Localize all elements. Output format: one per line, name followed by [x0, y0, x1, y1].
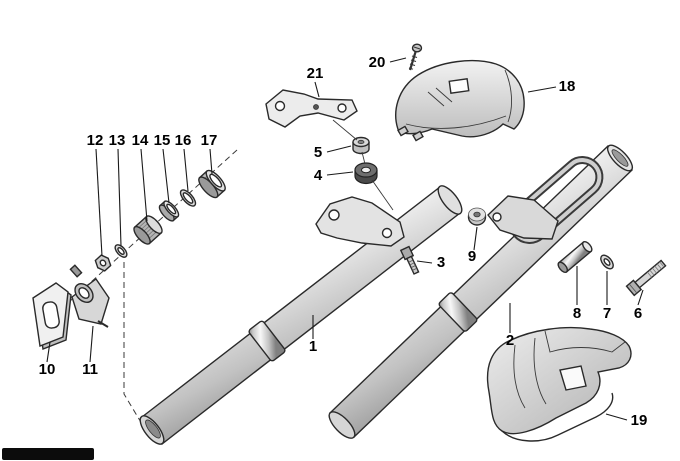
part-label-2: 2 — [506, 332, 514, 349]
plate-10 — [32, 282, 72, 350]
steering-tube-2 — [328, 144, 634, 439]
part-label-19: 19 — [631, 412, 648, 429]
steering-tube-1 — [139, 185, 463, 445]
part-label-4: 4 — [314, 167, 323, 184]
part-label-6: 6 — [634, 305, 642, 322]
part-label-15: 15 — [154, 132, 171, 149]
ring-16 — [179, 189, 197, 207]
part-label-20: 20 — [369, 54, 386, 71]
tube1-mounting-bracket — [315, 196, 405, 247]
bolt-6 — [625, 259, 667, 297]
part-label-13: 13 — [109, 132, 126, 149]
bearing-17 — [198, 169, 226, 199]
tube2-bracket — [487, 195, 559, 240]
nut-12 — [94, 254, 112, 272]
part-label-14: 14 — [132, 132, 149, 149]
part-label-18: 18 — [559, 78, 576, 95]
watermark — [2, 448, 94, 460]
part-label-12: 12 — [87, 132, 104, 149]
part-label-16: 16 — [175, 132, 192, 149]
grommet-5 — [352, 136, 370, 155]
lower-shroud-19 — [486, 326, 632, 442]
bushing-4 — [354, 162, 378, 185]
upper-shroud-18 — [395, 59, 525, 142]
bolt-3 — [399, 245, 420, 275]
ring-13 — [114, 244, 128, 258]
part-label-21: 21 — [307, 65, 324, 82]
splined-sleeve-14 — [133, 215, 163, 245]
nut-9 — [467, 207, 487, 226]
bearing-ring-15 — [158, 200, 180, 222]
assembly-lines — [332, 119, 394, 211]
leader-lines — [46, 57, 644, 421]
bracket-21 — [265, 89, 358, 128]
part-label-9: 9 — [468, 248, 476, 265]
part-label-7: 7 — [603, 305, 611, 322]
screw-20 — [408, 43, 423, 71]
pin-8 — [557, 240, 593, 274]
part-label-8: 8 — [573, 305, 581, 322]
clamp-bracket-11 — [69, 264, 110, 328]
part-label-3: 3 — [437, 254, 445, 271]
part-label-1: 1 — [309, 338, 317, 355]
washer-7 — [600, 254, 614, 270]
part-label-17: 17 — [201, 132, 218, 149]
part-label-10: 10 — [39, 361, 56, 378]
part-label-5: 5 — [314, 144, 322, 161]
part-label-11: 11 — [82, 361, 98, 378]
